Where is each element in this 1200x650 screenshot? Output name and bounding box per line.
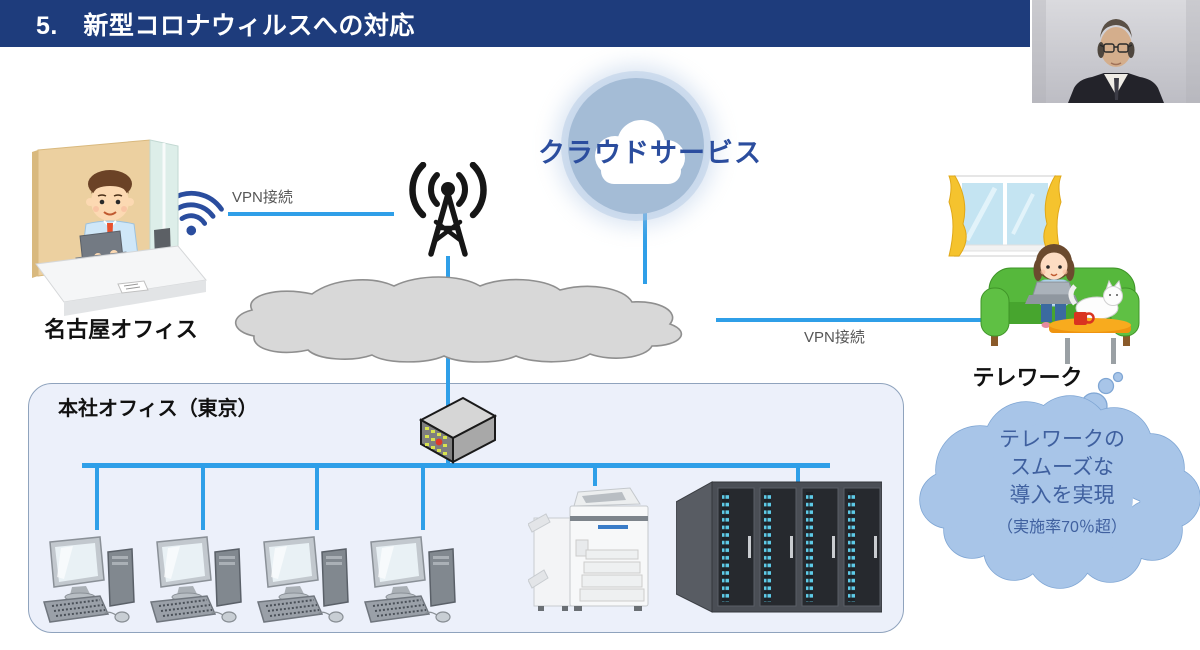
lan-drop-pc2 xyxy=(201,466,205,530)
desktop-computer-icon xyxy=(149,536,254,628)
head-office-label: 本社オフィス（東京） xyxy=(58,398,258,420)
cloud-icon xyxy=(595,120,685,184)
nagoya-office-label: 名古屋オフィス xyxy=(44,317,198,342)
bubble-line-4: （実施率70％超） xyxy=(997,518,1127,536)
slide-title: 5. 新型コロナウィルスへの対応 xyxy=(36,11,415,40)
vpn-label-left: VPN接続 xyxy=(232,189,293,206)
lan-drop-printer xyxy=(593,466,597,486)
network-cloud-icon xyxy=(234,276,683,363)
printer-icon xyxy=(528,487,649,611)
bubble-line-1: テレワークの xyxy=(999,428,1125,451)
lan-drop-server xyxy=(796,466,800,486)
thought-bubble-text: テレワークの スムーズな 導入を実現 （実施率70％超） xyxy=(942,426,1182,537)
lan-drop-pc3 xyxy=(315,466,319,530)
bubble-line-3: 導入を実現 xyxy=(1009,483,1115,507)
cloud-service-link-line xyxy=(643,210,647,284)
lan-bus-line xyxy=(82,463,830,468)
bubble-line-2: スムーズな xyxy=(1010,455,1114,479)
presenter-webcam-tile[interactable] xyxy=(1032,0,1200,103)
desktop-computer-icon xyxy=(256,536,361,628)
thought-bubble xyxy=(919,371,1200,589)
router-icon xyxy=(418,396,498,464)
slide-title-bar: 5. 新型コロナウィルスへの対応 xyxy=(0,0,1030,47)
antenna-icon xyxy=(409,162,487,257)
telework-label: テレワーク xyxy=(972,365,1083,390)
presenter-avatar xyxy=(1032,0,1200,103)
vpn-line-right xyxy=(716,318,982,322)
home-worker-illustration xyxy=(948,175,1140,364)
cloud-service-label: クラウドサービス xyxy=(538,138,762,168)
antenna-to-lan-line xyxy=(446,256,450,466)
lan-drop-pc1 xyxy=(95,466,99,530)
office-worker-illustration xyxy=(32,139,207,316)
desktop-computer-icon xyxy=(42,536,147,628)
server-rack-icon xyxy=(676,481,882,613)
desktop-computer-icon xyxy=(363,536,468,628)
vpn-label-right: VPN接続 xyxy=(804,329,865,346)
lan-drop-pc4 xyxy=(421,466,425,530)
vpn-line-left xyxy=(228,212,394,216)
